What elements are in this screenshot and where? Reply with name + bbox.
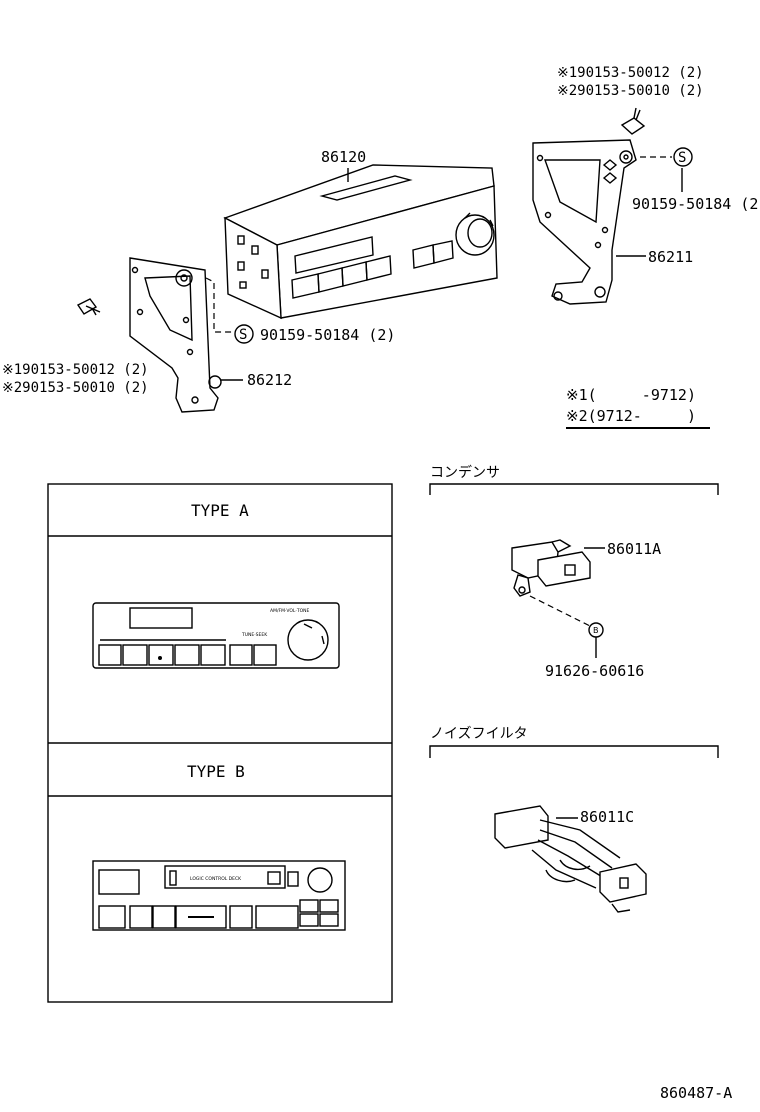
type-b-faceplate: LOGIC CONTROL DECK (92, 860, 346, 931)
legend-line-2: ※2(9712- ) (566, 407, 696, 425)
right-clip-screw-drawing (620, 107, 646, 135)
right-clip-part-number-2: ※290153-50010 (2) (557, 83, 704, 99)
left-clip-part-number-1: ※190153-50012 (2) (2, 362, 149, 378)
noise-filter-heading: ノイズフイルタ (430, 726, 528, 742)
left-screw-part-number: 90159-50184 (2) (260, 326, 395, 344)
svg-text:AM/FM·VOL·TONE: AM/FM·VOL·TONE (270, 608, 310, 614)
condenser-bolt-symbol-letter: B (593, 626, 599, 635)
condenser-bracket-line (429, 483, 719, 495)
right-screw-symbol-letter: S (678, 150, 686, 166)
noise-filter-drawing (494, 805, 647, 913)
right-clip-part-number-1: ※190153-50012 (2) (557, 65, 704, 81)
noise-filter-bracket-line (429, 745, 719, 758)
type-variants-box (47, 483, 393, 1003)
left-clip-screw-drawing (76, 298, 101, 316)
noise-filter-part-number: 86011C (580, 808, 634, 826)
svg-text:LOGIC CONTROL DECK: LOGIC CONTROL DECK (190, 876, 242, 882)
type-b-label: TYPE B (187, 762, 245, 781)
condenser-heading: コンデンサ (430, 464, 500, 481)
condenser-drawing (511, 539, 605, 627)
radio-unit-drawing (223, 164, 498, 320)
type-a-label: TYPE A (191, 501, 249, 520)
condenser-bolt-part-number: 91626-60616 (545, 662, 644, 680)
left-screw-symbol-letter: S (239, 327, 247, 343)
svg-text:TUNE·SEEK: TUNE·SEEK (241, 632, 268, 638)
right-bracket-drawing (532, 139, 683, 305)
right-screw-part-number: 90159-50184 (2) (632, 195, 760, 213)
condenser-part-number: 86011A (607, 540, 661, 558)
right-screw-symbol (673, 147, 693, 167)
legend-line-1: ※1( -9712) (566, 386, 696, 404)
left-screw-symbol (234, 324, 254, 344)
left-bracket-part-number: 86212 (247, 371, 292, 389)
radio-unit-part-number: 86120 (321, 148, 366, 166)
type-a-faceplate: AM/FM·VOL·TONE TUNE·SEEK (92, 602, 340, 669)
diagram-id: 860487-A (660, 1084, 732, 1102)
right-bracket-part-number: 86211 (648, 248, 693, 266)
left-clip-part-number-2: ※290153-50010 (2) (2, 380, 149, 396)
left-bracket-drawing (129, 257, 243, 413)
